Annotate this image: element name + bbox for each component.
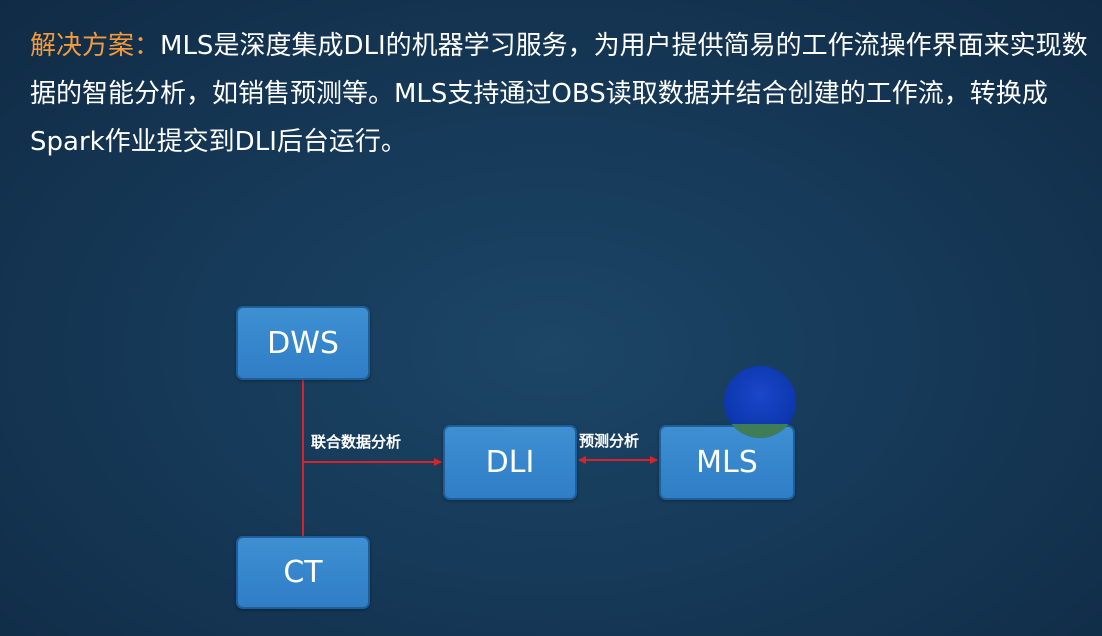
node-dli: DLI	[443, 425, 577, 500]
pointer-highlight-overlap	[724, 424, 796, 438]
node-ct: CT	[236, 536, 370, 609]
solution-lead: 解决方案：	[30, 31, 161, 61]
solution-body: MLS是深度集成DLI的机器学习服务，为用户提供简易的工作流操作界面来实现数据的…	[30, 31, 1088, 157]
pointer-highlight-icon	[724, 366, 796, 438]
solution-description: 解决方案：MLS是深度集成DLI的机器学习服务，为用户提供简易的工作流操作界面来…	[30, 22, 1092, 166]
edge-label-joint-analysis: 联合数据分析	[311, 433, 402, 451]
edge-label-predict-analysis: 预测分析	[579, 432, 640, 450]
node-dws: DWS	[236, 306, 370, 380]
